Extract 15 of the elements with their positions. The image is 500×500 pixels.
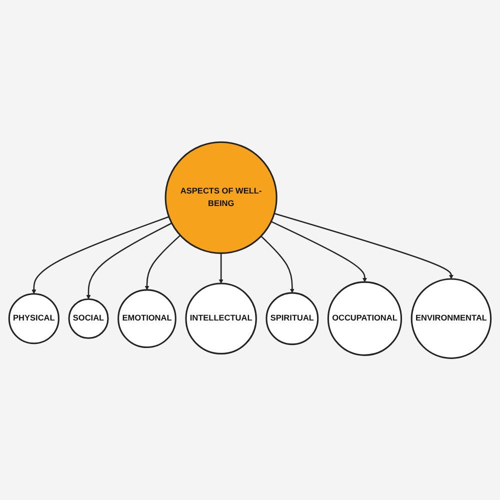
arrow	[270, 220, 367, 282]
arrow	[274, 212, 454, 280]
arrow	[260, 236, 294, 293]
arrow	[218, 253, 224, 284]
arrow	[86, 222, 172, 300]
node-circle: OCCUPATIONAL	[327, 281, 402, 356]
node-circle: SOCIAL	[68, 298, 109, 339]
node-circle: SPIRITUAL	[266, 292, 319, 345]
node-circle: INTELLECTUAL	[185, 282, 257, 354]
node-circle: ASPECTS OF WELL-BEING	[164, 141, 278, 254]
arrow	[144, 234, 181, 290]
node-circle: ENVIRONMENTAL	[410, 278, 492, 359]
arrow	[32, 216, 170, 294]
node-circle: EMOTIONAL	[118, 289, 176, 348]
node-circle: PHYSICAL	[8, 292, 60, 344]
